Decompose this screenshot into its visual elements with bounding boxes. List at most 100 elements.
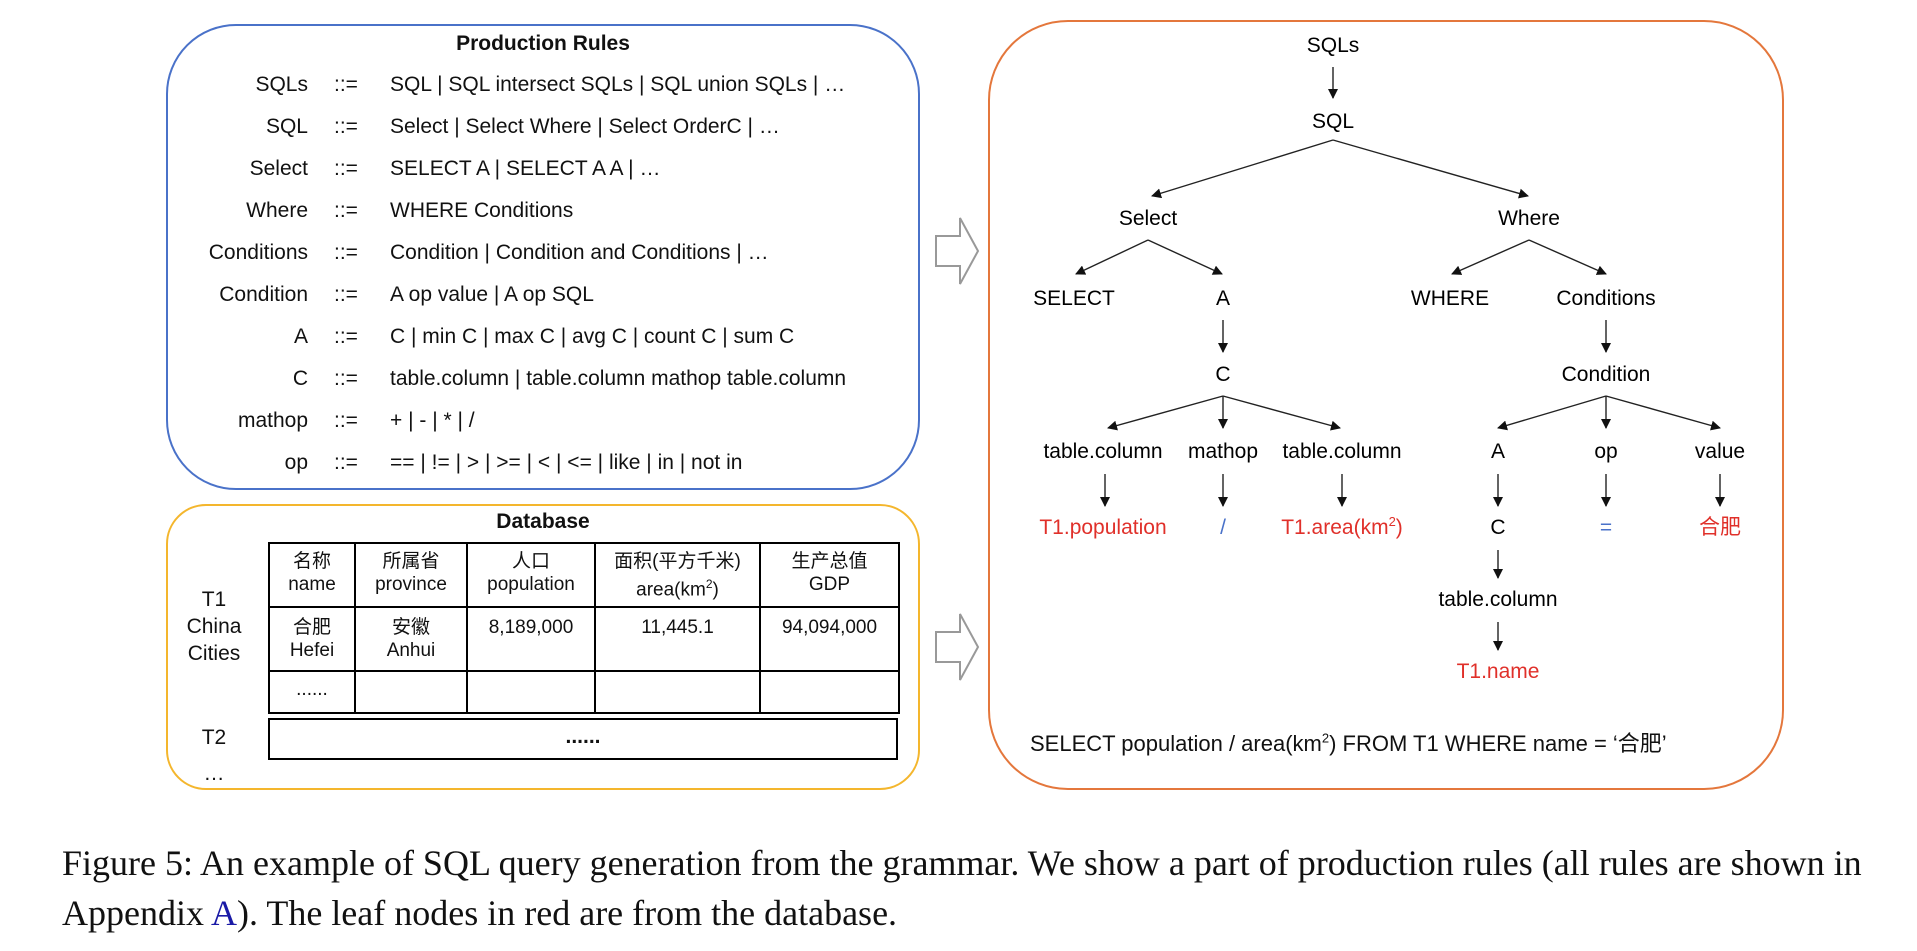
node-a: A xyxy=(1216,287,1230,310)
rule-op: ::= xyxy=(334,283,358,306)
node-select-keyword: SELECT xyxy=(1033,287,1115,310)
rule-op: ::= xyxy=(334,409,358,432)
node-sqls: SQLs xyxy=(1307,34,1360,57)
t2-table: ...... xyxy=(268,718,898,760)
rule-lhs: Where xyxy=(246,199,308,222)
flow-arrow-icon xyxy=(935,217,980,285)
rule-row: SQL::=Select | Select Where | Select Ord… xyxy=(168,112,918,142)
node-select: Select xyxy=(1119,207,1178,230)
rule-row: Select::= SELECT A | SELECT A A | … xyxy=(168,154,918,184)
rule-row: op::= == | != | > | >= | < | <= | like | … xyxy=(168,448,918,478)
tree-edges xyxy=(1075,67,1725,651)
node-mathop: mathop xyxy=(1188,440,1258,463)
rule-row: Where::=WHERE Conditions xyxy=(168,196,918,226)
rule-lhs: A xyxy=(293,325,308,348)
sql-suffix: ) FROM T1 WHERE name = ‘合肥’ xyxy=(1329,731,1667,756)
database-title: Database xyxy=(496,510,590,533)
rule-op: ::= xyxy=(334,241,358,264)
cell-en: 11,445.1 xyxy=(641,617,714,638)
rule-op: ::= xyxy=(334,157,358,180)
header-en-tail: ) xyxy=(712,579,719,601)
rule-rhs: == | != | > | >= | < | <= | like | in | … xyxy=(390,451,743,474)
figure-caption: Figure 5: An example of SQL query genera… xyxy=(62,838,1902,938)
rule-rhs: A op value | A op SQL xyxy=(390,283,594,306)
rule-lhs: op xyxy=(284,451,308,474)
t1-label-line: Cities xyxy=(187,642,241,665)
sql-prefix: SELECT population / area(km xyxy=(1030,731,1322,756)
header-zh: 生产总值 xyxy=(791,551,868,572)
node-table-column: table.column xyxy=(1282,440,1401,463)
parse-tree: SQLs SQL Select Where SELECT A WHERE Con… xyxy=(1033,34,1745,683)
leaf-hefei: 合肥 xyxy=(1699,516,1741,539)
rule-op: ::= xyxy=(334,115,358,138)
header-zh: 名称 xyxy=(292,551,331,572)
leaf-population: T1.population xyxy=(1039,516,1166,539)
rule-op: ::= xyxy=(334,451,358,474)
rule-rhs: table.column | table.column mathop table… xyxy=(390,367,847,390)
node-c: C xyxy=(1490,516,1505,539)
rule-lhs: mathop xyxy=(237,409,308,432)
table-cell xyxy=(594,670,761,714)
cell-en: 94,094,000 xyxy=(781,617,878,638)
rule-lhs: Select xyxy=(249,157,308,180)
header-en: GDP xyxy=(808,574,851,595)
table-row: ...... xyxy=(268,670,900,714)
leaf-name: T1.name xyxy=(1457,660,1540,683)
node-table-column: table.column xyxy=(1043,440,1162,463)
caption-text: ). The leaf nodes in red are from the da… xyxy=(237,893,898,933)
rule-rhs: + | - | * | / xyxy=(390,409,475,432)
production-rules-panel: Production Rules SQLs::=SQL | SQL inters… xyxy=(166,24,920,490)
rule-lhs: SQLs xyxy=(255,73,308,96)
rule-op: ::= xyxy=(334,73,358,96)
table-header-cell: 面积(平方千米)area(km2) xyxy=(594,542,761,608)
table-cell xyxy=(466,670,596,714)
table-cell: 11,445.1 xyxy=(594,606,761,672)
caption-text: Figure 5: An example of SQL query genera… xyxy=(62,843,1862,933)
appendix-link[interactable]: A xyxy=(211,893,237,933)
parse-tree-panel: SQLs SQL Select Where SELECT A WHERE Con… xyxy=(988,20,1784,790)
node-condition: Condition xyxy=(1562,363,1651,386)
rule-row: Condition::= A op value | A op SQL xyxy=(168,280,918,310)
header-en: area(km2) xyxy=(600,573,755,601)
generated-sql: SELECT population / area(km2) FROM T1 WH… xyxy=(1030,726,1667,758)
rule-row: C::=table.column | table.column mathop t… xyxy=(168,364,918,394)
table-cell xyxy=(759,670,900,714)
header-zh: 人口 xyxy=(511,551,550,572)
table-cell xyxy=(354,670,468,714)
rule-lhs: Conditions xyxy=(208,241,308,264)
leaf-area: T1.area(km2) xyxy=(1281,514,1403,539)
cell-zh: 安徽 xyxy=(391,617,430,638)
rule-op: ::= xyxy=(334,199,358,222)
header-en: province xyxy=(375,574,447,595)
rule-row: SQLs::= SQL | SQL intersect SQLs | SQL un… xyxy=(168,70,918,100)
leaf-divide: / xyxy=(1220,516,1226,539)
node-c: C xyxy=(1215,363,1230,386)
rule-lhs: Condition xyxy=(219,283,308,306)
node-conditions: Conditions xyxy=(1556,287,1655,310)
rule-rhs: SELECT A | SELECT A A | … xyxy=(390,157,661,180)
header-zh: 所属省 xyxy=(382,551,440,572)
table-cell: 8,189,000 xyxy=(466,606,596,672)
node-op: op xyxy=(1594,440,1617,463)
table-cell: 94,094,000 xyxy=(759,606,900,672)
rule-row: mathop::= + | - | * | / xyxy=(168,406,918,436)
leaf-equals: = xyxy=(1600,516,1612,539)
rule-row: A::=C | min C | max C | avg C | count C … xyxy=(168,322,918,352)
rule-rhs: Condition | Condition and Conditions | … xyxy=(390,241,769,264)
tree-nodes: SQLs SQL Select Where SELECT A WHERE Con… xyxy=(1033,34,1745,683)
sql-sup: 2 xyxy=(1321,730,1330,746)
t1-label-line: T1 xyxy=(201,588,227,611)
node-a: A xyxy=(1491,440,1505,463)
rule-rhs: Select | Select Where | Select OrderC | … xyxy=(390,115,780,138)
node-sql: SQL xyxy=(1312,110,1354,133)
rule-rhs: SQL | SQL intersect SQLs | SQL union SQL… xyxy=(390,73,846,96)
rule-lhs: C xyxy=(292,367,308,390)
